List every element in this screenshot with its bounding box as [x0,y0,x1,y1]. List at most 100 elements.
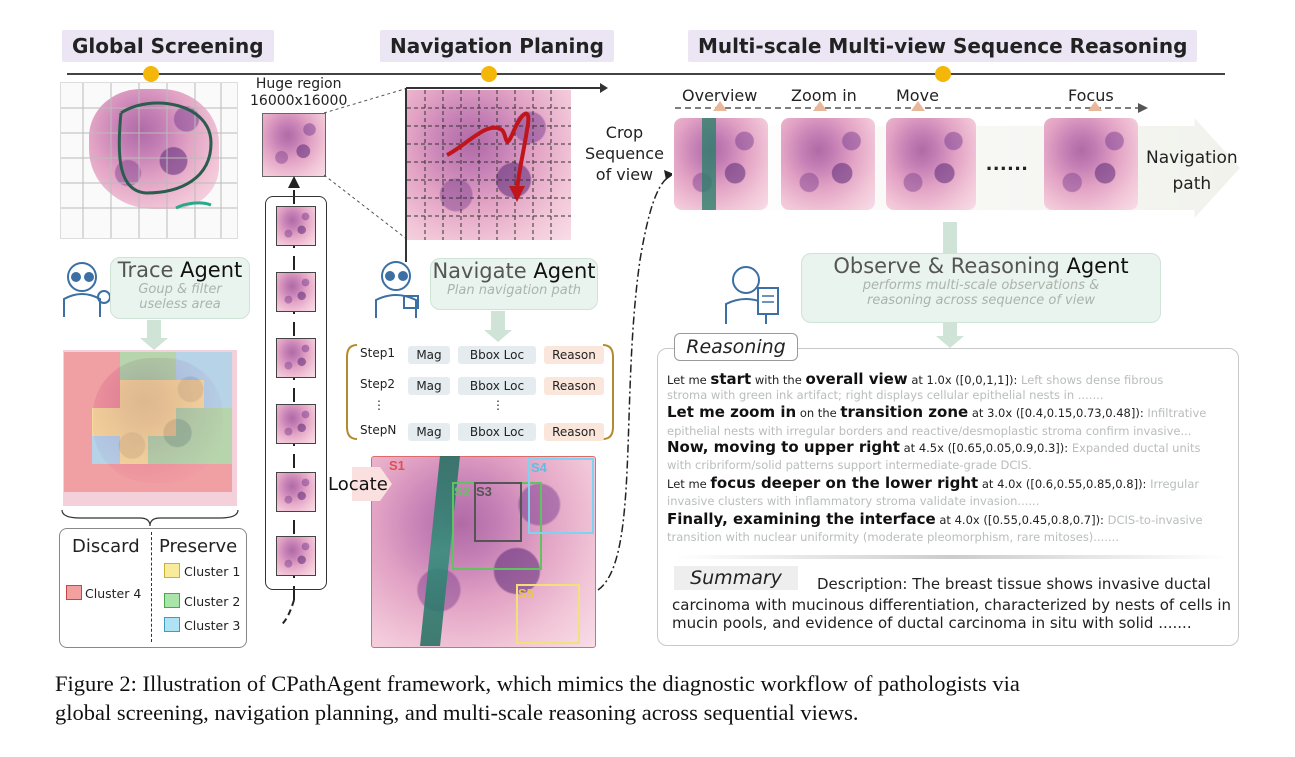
reasoning-fragment: Let me [667,477,711,491]
seq-tick-2 [813,101,827,111]
huge-region-line2: 16000x16000 [250,93,348,109]
step-label: Step1 [360,346,395,360]
reasoning-fragment: DCIS-to-invasive [1107,513,1203,527]
cluster-cell [148,464,176,492]
cluster-bracket [61,509,239,527]
legend-discard: Discard [72,536,140,557]
cluster-cell [176,464,204,492]
step-thumbnail [276,206,316,246]
reasoning-fragment: Now, moving to upper right [667,440,900,456]
reasoning-fragment: at 4.0x ([0.55,0.45,0.8,0.7]): [935,513,1108,527]
reasoning-fragment: stroma with green ink artifact; right di… [667,388,1104,402]
arrow-navigate-stem [491,311,505,331]
seq-dots: ...... [986,150,1029,175]
reasoning-fragment: Left shows dense fibrous [1021,373,1164,387]
step-thumbnail [276,472,316,512]
observe-agent-title: Observe & Reasoning Agent [833,254,1129,278]
timeline-dot-1 [143,66,159,82]
navigation-path-label: Navigation path [1146,145,1238,197]
region-s3-box [474,482,522,542]
wsi-thumbnail [60,82,238,239]
cluster-cell [204,408,232,436]
cluster-cell [92,408,120,436]
region-s2-label: S2 [454,484,470,499]
reasoning-line: transition with nuclear uniformity (mode… [667,530,1237,545]
timeline [67,73,1225,75]
arrow-observe-stem [943,322,957,336]
step-mag-chip: Mag [408,377,450,395]
stage-navigation-planning: Navigation Planing [380,30,614,62]
reasoning-fragment: epithelial nests with irregular borders … [667,424,1192,438]
reasoning-fragment: with cribriform/solid patterns support i… [667,458,1032,472]
arrow-observe-head [936,336,964,348]
cluster-cell [176,380,204,408]
seq-view-zoom [781,118,875,210]
cluster-cell [120,352,148,380]
legend-swatch-cluster4 [66,585,82,600]
legend-preserve: Preserve [159,536,238,557]
region-s4-label: S4 [531,460,547,475]
reasoning-fragment: transition zone [840,405,969,421]
huge-region-line1: Huge region [255,76,342,92]
cluster-cell [92,380,120,408]
reasoning-fragment: with the [751,373,806,387]
reasoning-line: epithelial nests with irregular borders … [667,424,1237,439]
nav-path-l1: Navigation [1146,148,1238,168]
reasoning-line: Let me focus deeper on the lower right a… [667,476,1237,492]
arrow-trace-stem [147,320,161,338]
trace-agent-sub2: useless area [139,297,221,312]
reasoning-line: Let me start with the overall view at 1.… [667,372,1237,388]
seq-tick-1 [713,101,727,111]
summary-title: Summary [674,566,798,590]
navigation-grid [407,90,571,240]
cluster-cell [92,352,120,380]
region-s1-label: S1 [389,458,405,473]
cluster-cell [64,464,92,492]
step-reason-chip: Reason [544,423,604,441]
reasoning-fragment: Let me zoom in [667,405,797,421]
trace-agent-icon [56,255,112,317]
summary-line-3: mucin pools, and evidence of ductal carc… [672,614,1192,632]
cluster-cell [148,436,176,464]
caption-line-2: global screening, navigation planning, a… [55,700,859,725]
step-label: Step2 [360,377,395,391]
navigate-agent-sub: Plan navigation path [446,283,582,298]
cluster-cell [176,408,204,436]
step-reason-chip: Reason [544,346,604,364]
locate-region-image [371,456,596,648]
cluster-cell [92,436,120,464]
cluster-cell [120,464,148,492]
reasoning-title: Reasoning [674,333,798,361]
seq-focus-label: Focus [1068,86,1114,105]
navigate-agent-icon [368,254,428,318]
cluster-cell [120,408,148,436]
reasoning-fragment: transition with nuclear uniformity (mode… [667,530,1119,544]
reasoning-divider [676,555,1228,559]
huge-region-patch [262,113,326,177]
step-reason-chip: Reason [544,377,604,395]
wsi-grid [61,83,237,238]
stage-sequence-reasoning: Multi-scale Multi-view Sequence Reasonin… [688,30,1198,62]
timeline-dot-3 [935,66,951,82]
reasoning-fragment: Expanded ductal units [1071,441,1201,455]
legend-swatch-cluster1 [164,563,180,578]
region-s5-box [516,584,580,644]
reasoning-fragment: Let me [667,373,711,387]
reasoning-line: Now, moving to upper right at 4.5x ([0.6… [667,440,1237,456]
steps-brace [346,344,614,440]
cluster-cell [204,436,232,464]
cluster-cell [176,436,204,464]
cluster-cell [120,436,148,464]
navigation-grid-image [407,90,571,240]
step-thumbnail [276,272,316,312]
legend-cluster2: Cluster 2 [184,594,241,609]
cluster-cell [64,380,92,408]
reasoning-line: Let me zoom in on the transition zone at… [667,405,1237,421]
steps-ellipsis-1: ⋮ [373,398,385,412]
step-mag-chip: Mag [408,423,450,441]
step-bbox-chip: Bbox Loc [458,346,536,364]
step-label: StepN [360,423,397,437]
reasoning-fragment: Finally, examining the interface [667,512,936,528]
cluster-cell [64,408,92,436]
reasoning-fragment: start [710,372,752,388]
